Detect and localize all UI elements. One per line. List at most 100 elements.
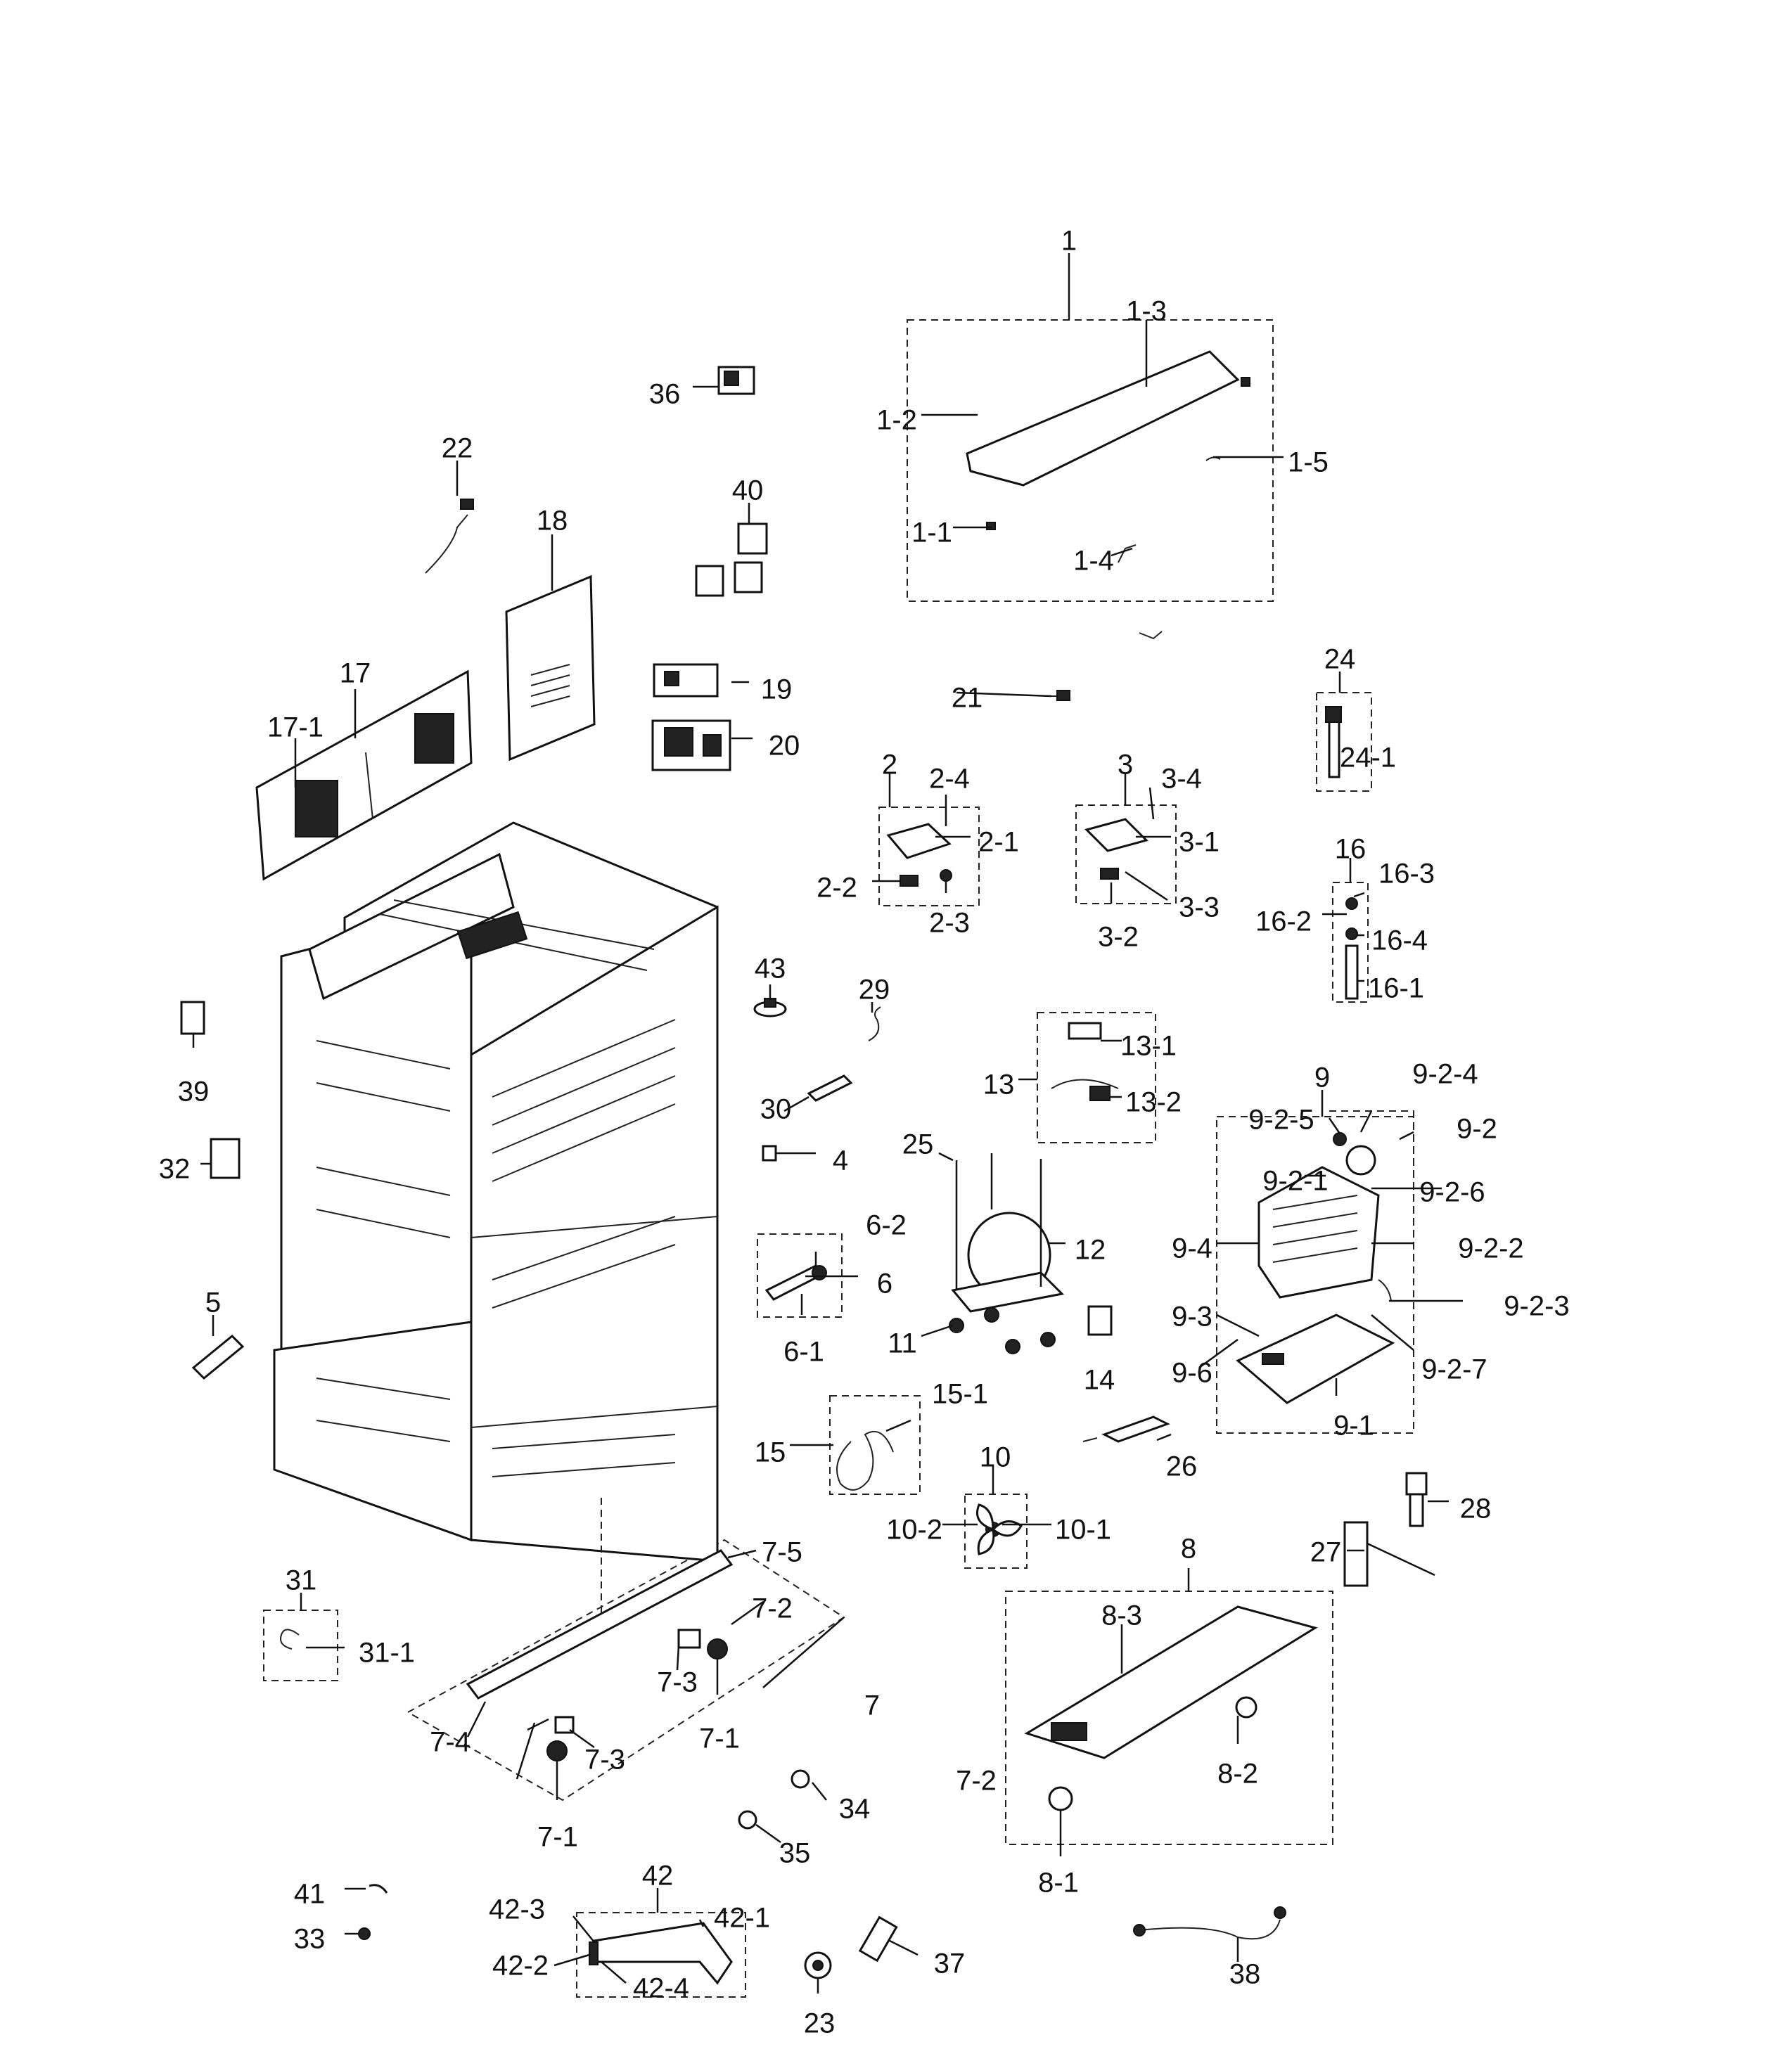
group-box-8 <box>1005 1591 1333 1845</box>
callout-label: 28 <box>1460 1494 1492 1524</box>
callout-label: 6 <box>877 1269 892 1299</box>
part-36-relay <box>717 366 755 395</box>
callout-label: 8-2 <box>1217 1759 1258 1790</box>
callout-label: 17-1 <box>267 712 324 743</box>
part-41-clip <box>369 1884 388 1894</box>
part-9-assy <box>1236 1132 1395 1404</box>
part-28-filter <box>1405 1472 1428 1527</box>
callout-label: 7-3 <box>657 1667 698 1698</box>
callout-label: 36 <box>649 379 681 410</box>
callout-label: 9-4 <box>1172 1233 1212 1264</box>
part-3-hinge-assy <box>1084 818 1148 880</box>
callout-label: 2-2 <box>817 873 857 904</box>
part-6-assy <box>764 1264 827 1301</box>
callout-label: 42-2 <box>492 1951 549 1982</box>
callout-label: 9-1 <box>1333 1411 1374 1442</box>
callout-label: 13 <box>983 1070 1015 1100</box>
part-5-hinge <box>191 1334 245 1380</box>
part-23-foot <box>804 1951 832 1979</box>
part-22-cord <box>425 499 474 574</box>
callout-label: 13-2 <box>1125 1087 1182 1118</box>
callout-label: 7-4 <box>430 1727 471 1758</box>
callout-label: 1-3 <box>1126 296 1167 327</box>
group-box-13 <box>1037 1012 1156 1143</box>
callout-label: 3-3 <box>1179 892 1220 923</box>
part-1-3-plate <box>966 350 1250 563</box>
callout-label: 31 <box>286 1565 317 1596</box>
part-27-drier <box>1343 1521 1435 1587</box>
callout-label: 24 <box>1324 644 1356 675</box>
callout-label: 1 <box>1061 226 1077 257</box>
part-16-assy <box>1345 897 1359 1000</box>
callout-label: 7 <box>864 1690 880 1721</box>
part-4-cap <box>762 1145 777 1162</box>
callout-label: 39 <box>178 1077 210 1107</box>
callout-label: 38 <box>1229 1959 1261 1990</box>
part-26-bracket <box>1082 1415 1170 1443</box>
callout-label: 7-2 <box>956 1766 997 1797</box>
callout-label: 7-1 <box>699 1723 740 1754</box>
callout-label: 9-2-2 <box>1458 1233 1523 1264</box>
part-30-holder <box>807 1074 853 1102</box>
part-13-harness <box>1051 1022 1119 1101</box>
callout-label: 9-2-7 <box>1421 1354 1487 1385</box>
refrigerator-cabinet <box>273 821 719 1617</box>
part-38-cord <box>1133 1906 1286 1940</box>
callout-label: 42-3 <box>489 1894 545 1925</box>
callout-label: 12 <box>1075 1235 1106 1266</box>
callout-label: 15-1 <box>932 1379 988 1410</box>
callout-label: 16-3 <box>1378 859 1435 890</box>
group-box-1 <box>907 319 1274 602</box>
group-box-9 <box>1216 1116 1414 1434</box>
callout-label: 3-4 <box>1161 764 1202 795</box>
callout-label: 16-2 <box>1255 906 1312 937</box>
callout-label: 30 <box>760 1094 792 1125</box>
part-18-panel <box>505 574 596 762</box>
callout-label: 9-2-6 <box>1419 1177 1485 1208</box>
callout-label: 2-3 <box>929 908 970 939</box>
leader-lines <box>192 253 1463 1993</box>
callout-label: 9-2-5 <box>1248 1105 1314 1136</box>
callout-label: 9-2-4 <box>1412 1059 1478 1090</box>
group-box-2 <box>878 807 980 906</box>
callout-label: 11 <box>888 1328 917 1359</box>
callout-label: 4 <box>833 1145 848 1176</box>
callout-label: 37 <box>934 1948 966 1979</box>
callout-label: 42-1 <box>714 1903 770 1934</box>
part-29-wire <box>868 1006 881 1041</box>
callout-label: 5 <box>205 1288 221 1318</box>
part-19-board <box>653 663 719 698</box>
callout-label: 7-2 <box>752 1593 793 1624</box>
part-39-cap <box>180 1001 205 1035</box>
callout-label: 20 <box>769 731 800 762</box>
callout-label: 29 <box>859 975 890 1006</box>
callout-label: 16 <box>1335 834 1367 865</box>
callout-label: 22 <box>442 433 473 464</box>
callout-label: 3-2 <box>1098 922 1139 953</box>
callout-label: 6-1 <box>783 1337 824 1368</box>
callout-label: 1-2 <box>876 405 917 436</box>
callout-label: 18 <box>537 506 568 537</box>
callout-label: 1-1 <box>911 518 952 548</box>
callout-label: 19 <box>761 674 793 705</box>
callout-label: 43 <box>755 954 786 984</box>
part-12-compressor <box>949 1153 1065 1354</box>
part-24-assy <box>1325 706 1342 778</box>
group-box-10 <box>964 1494 1028 1569</box>
callout-label: 10-1 <box>1055 1515 1111 1546</box>
callout-label: 9-2 <box>1457 1114 1497 1145</box>
callout-label: 9-2-1 <box>1262 1166 1328 1197</box>
callout-label: 1-5 <box>1288 447 1329 478</box>
part-20-board <box>651 719 731 771</box>
callout-label: 27 <box>1310 1537 1342 1568</box>
part-7-assy <box>466 1549 734 1761</box>
callout-label: 10 <box>980 1442 1011 1473</box>
callout-label: 10-2 <box>886 1515 942 1546</box>
callout-label: 9-2-3 <box>1504 1291 1569 1322</box>
group-box-31 <box>263 1610 338 1681</box>
callout-label: 9-6 <box>1172 1358 1212 1389</box>
callout-label: 2 <box>882 750 897 781</box>
callout-label: 2-1 <box>978 827 1019 858</box>
callout-label: 8-1 <box>1038 1868 1079 1899</box>
